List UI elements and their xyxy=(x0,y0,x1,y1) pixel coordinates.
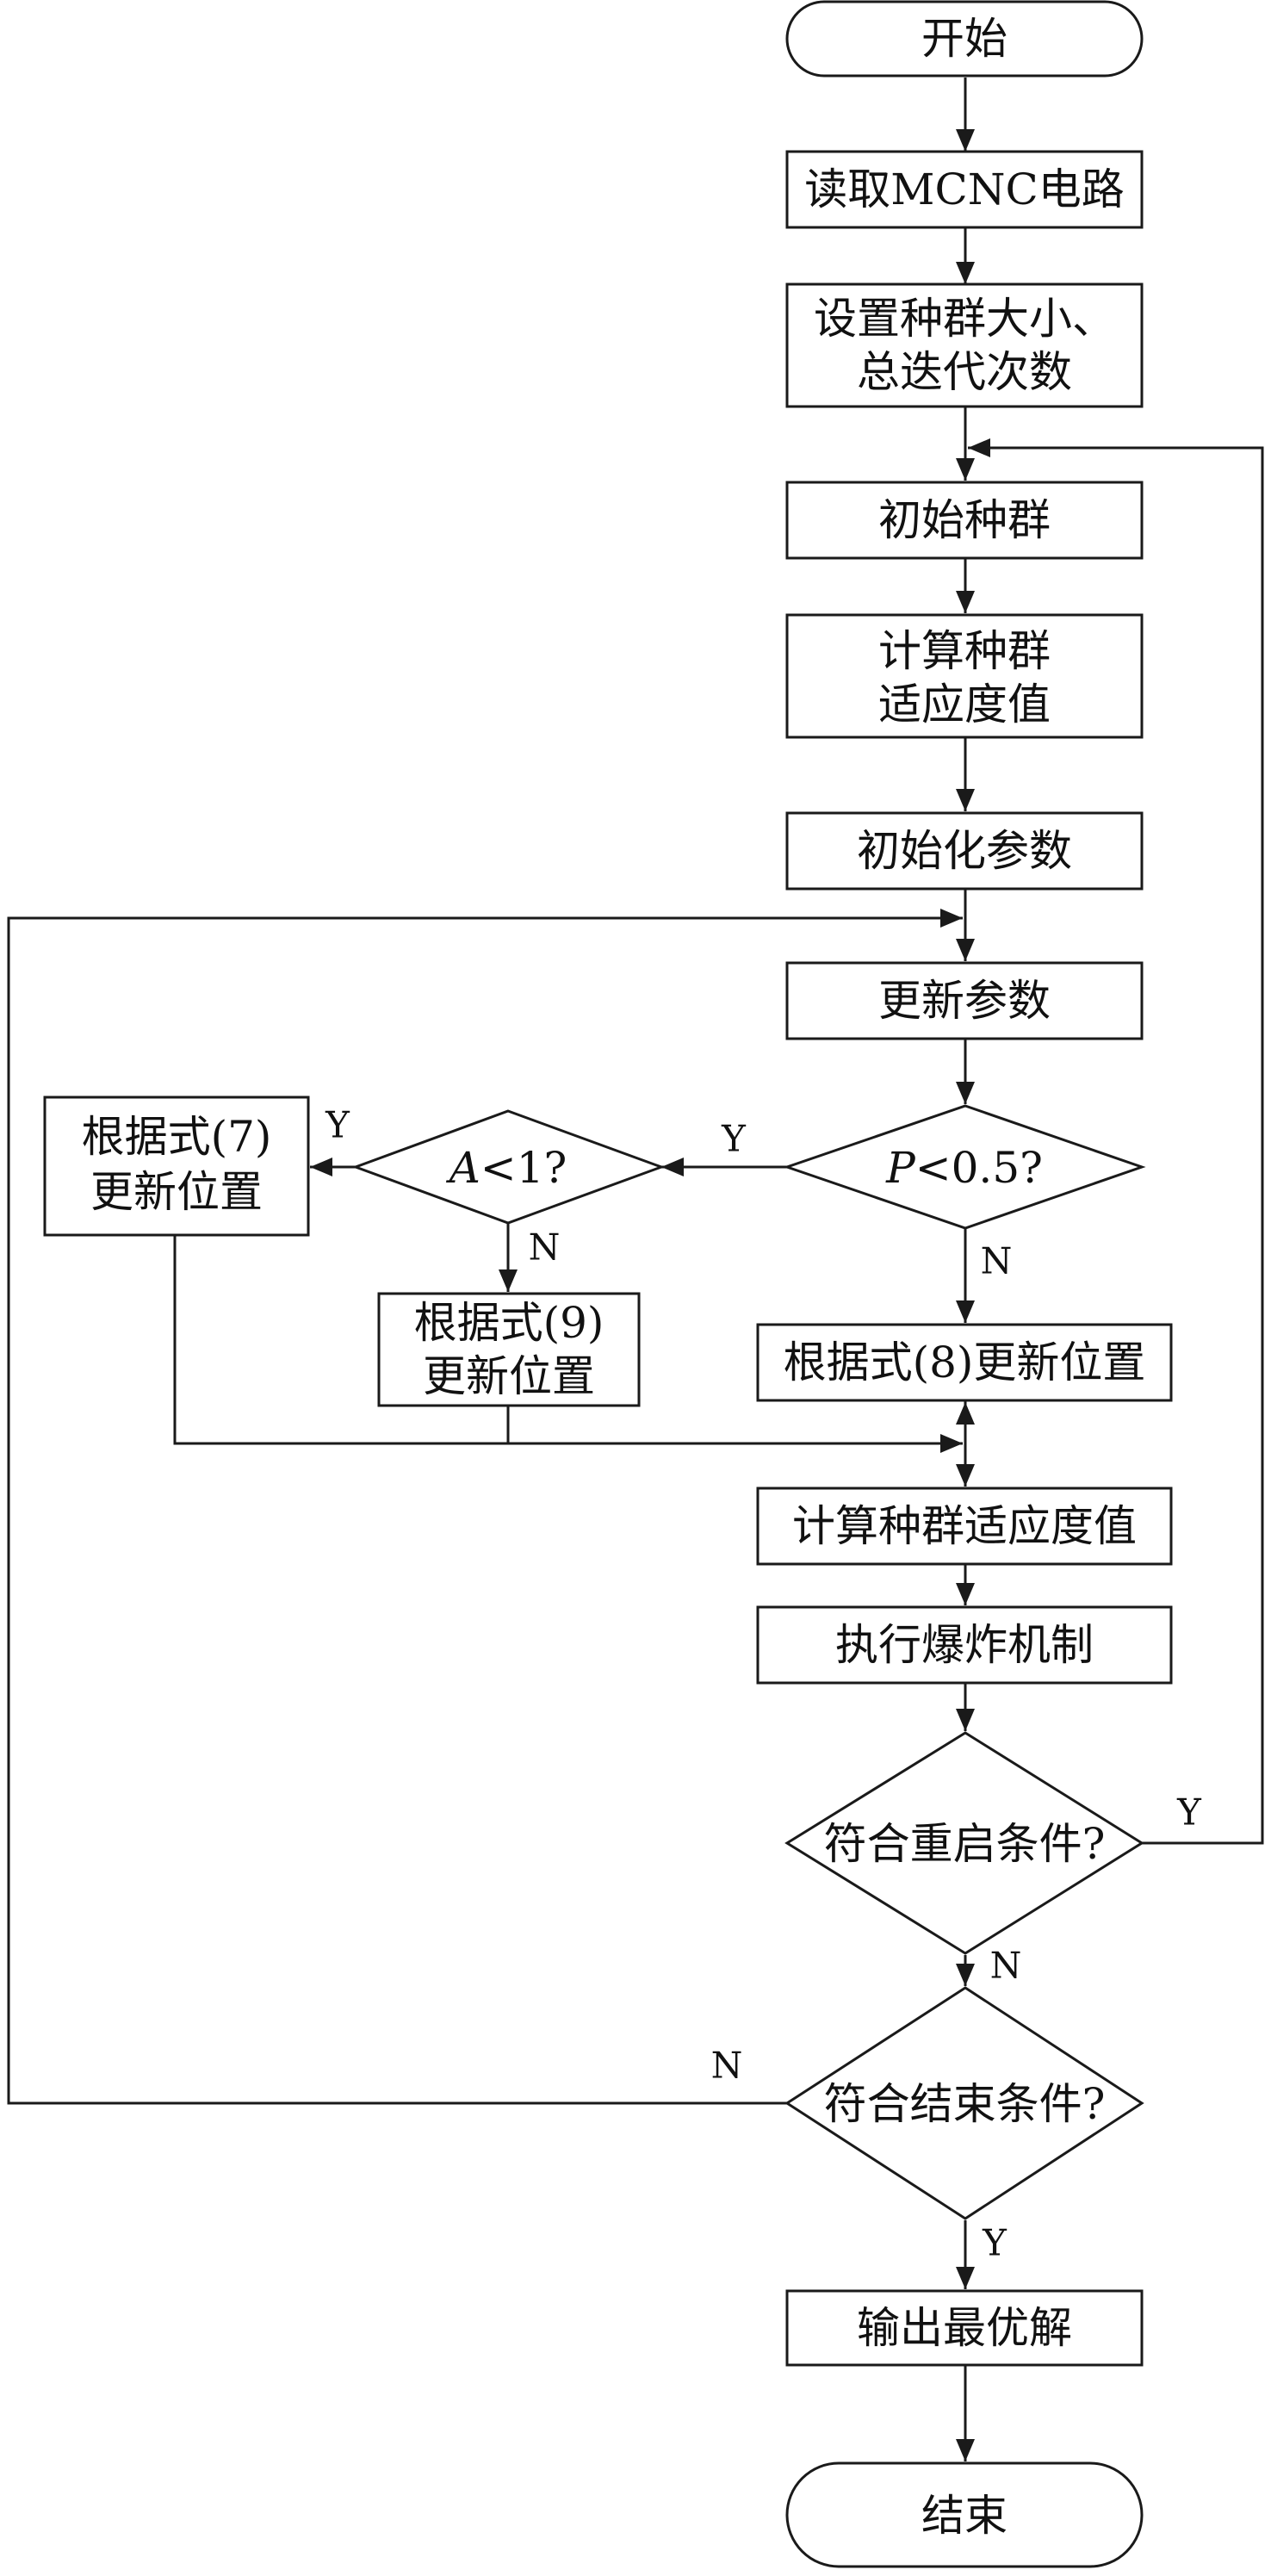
end-label: 结束 xyxy=(921,2491,1008,2541)
decision-a-label: A<1? xyxy=(446,1143,567,1193)
decision-p-node: P<0.5? xyxy=(783,1104,1146,1230)
init-population-label: 初始种群 xyxy=(878,495,1051,545)
init-params-node: 初始化参数 xyxy=(785,811,1144,891)
calc-fitness2-label: 计算种群适应度值 xyxy=(792,1501,1137,1551)
edge-label-end-yes: Y xyxy=(982,2222,1008,2264)
arrow-update7-to-merge xyxy=(173,1235,963,1453)
calc-fitness2-node: 计算种群适应度值 xyxy=(756,1487,1173,1566)
edge-label-restart-yes: Y xyxy=(1176,1791,1202,1834)
end-node: 结束 xyxy=(785,2461,1144,2568)
start-node: 开始 xyxy=(785,0,1144,78)
explode-node: 执行爆炸机制 xyxy=(756,1605,1173,1685)
update-eq9-label-line1: 根据式(9) xyxy=(414,1298,604,1348)
update-eq8-node: 根据式(8)更新位置 xyxy=(756,1323,1173,1402)
output-label: 输出最优解 xyxy=(857,2303,1072,2353)
restart-decision-node: 符合重启条件? xyxy=(784,1731,1144,1955)
decision-a-node: A<1? xyxy=(351,1109,666,1225)
calc-fitness-label-line2: 适应度值 xyxy=(878,680,1051,729)
decision-p-label: P<0.5? xyxy=(885,1143,1043,1193)
edge-labels: Y N Y N Y N N Y xyxy=(325,1104,1202,2264)
init-params-label: 初始化参数 xyxy=(857,826,1072,876)
start-label: 开始 xyxy=(921,14,1008,64)
arrow-end-no-loop xyxy=(7,909,963,2105)
restart-decision-label: 符合重启条件? xyxy=(824,1819,1106,1869)
edge-label-a-no: N xyxy=(529,1226,561,1269)
explode-label: 执行爆炸机制 xyxy=(835,1620,1094,1670)
update-params-node: 更新参数 xyxy=(785,961,1144,1040)
edge-label-restart-no: N xyxy=(990,1945,1022,1987)
update-eq7-node: 根据式(7) 更新位置 xyxy=(43,1096,310,1237)
update-params-label: 更新参数 xyxy=(878,976,1051,1026)
end-decision-node: 符合结束条件? xyxy=(784,1986,1144,2220)
setup-label-line1: 设置种群大小、 xyxy=(814,294,1115,344)
read-circuit-node: 读取MCNC电路 xyxy=(785,150,1144,229)
edge-label-p-no: N xyxy=(981,1240,1013,1282)
edge-label-p-yes: Y xyxy=(721,1118,747,1160)
update-eq9-node: 根据式(9) 更新位置 xyxy=(377,1292,641,1407)
setup-label-line2: 总迭代次数 xyxy=(857,347,1072,397)
end-decision-label: 符合结束条件? xyxy=(824,2079,1106,2129)
calc-fitness-label-line1: 计算种群 xyxy=(878,626,1051,676)
calc-fitness-node: 计算种群 适应度值 xyxy=(785,613,1144,739)
setup-node: 设置种群大小、 总迭代次数 xyxy=(785,282,1144,408)
edge-label-end-no: N xyxy=(711,2045,743,2087)
connectors xyxy=(7,78,1264,2461)
output-node: 输出最优解 xyxy=(785,2289,1144,2367)
read-circuit-label: 读取MCNC电路 xyxy=(804,164,1124,214)
update-eq7-label-line2: 更新位置 xyxy=(90,1167,263,1217)
update-eq8-label: 根据式(8)更新位置 xyxy=(784,1338,1146,1387)
edge-label-a-yes: Y xyxy=(325,1104,350,1146)
update-eq7-label-line1: 根据式(7) xyxy=(82,1112,272,1162)
init-population-node: 初始种群 xyxy=(785,481,1144,560)
update-eq9-label-line2: 更新位置 xyxy=(423,1351,595,1401)
arrow-restart-yes-loop xyxy=(968,438,1264,1845)
